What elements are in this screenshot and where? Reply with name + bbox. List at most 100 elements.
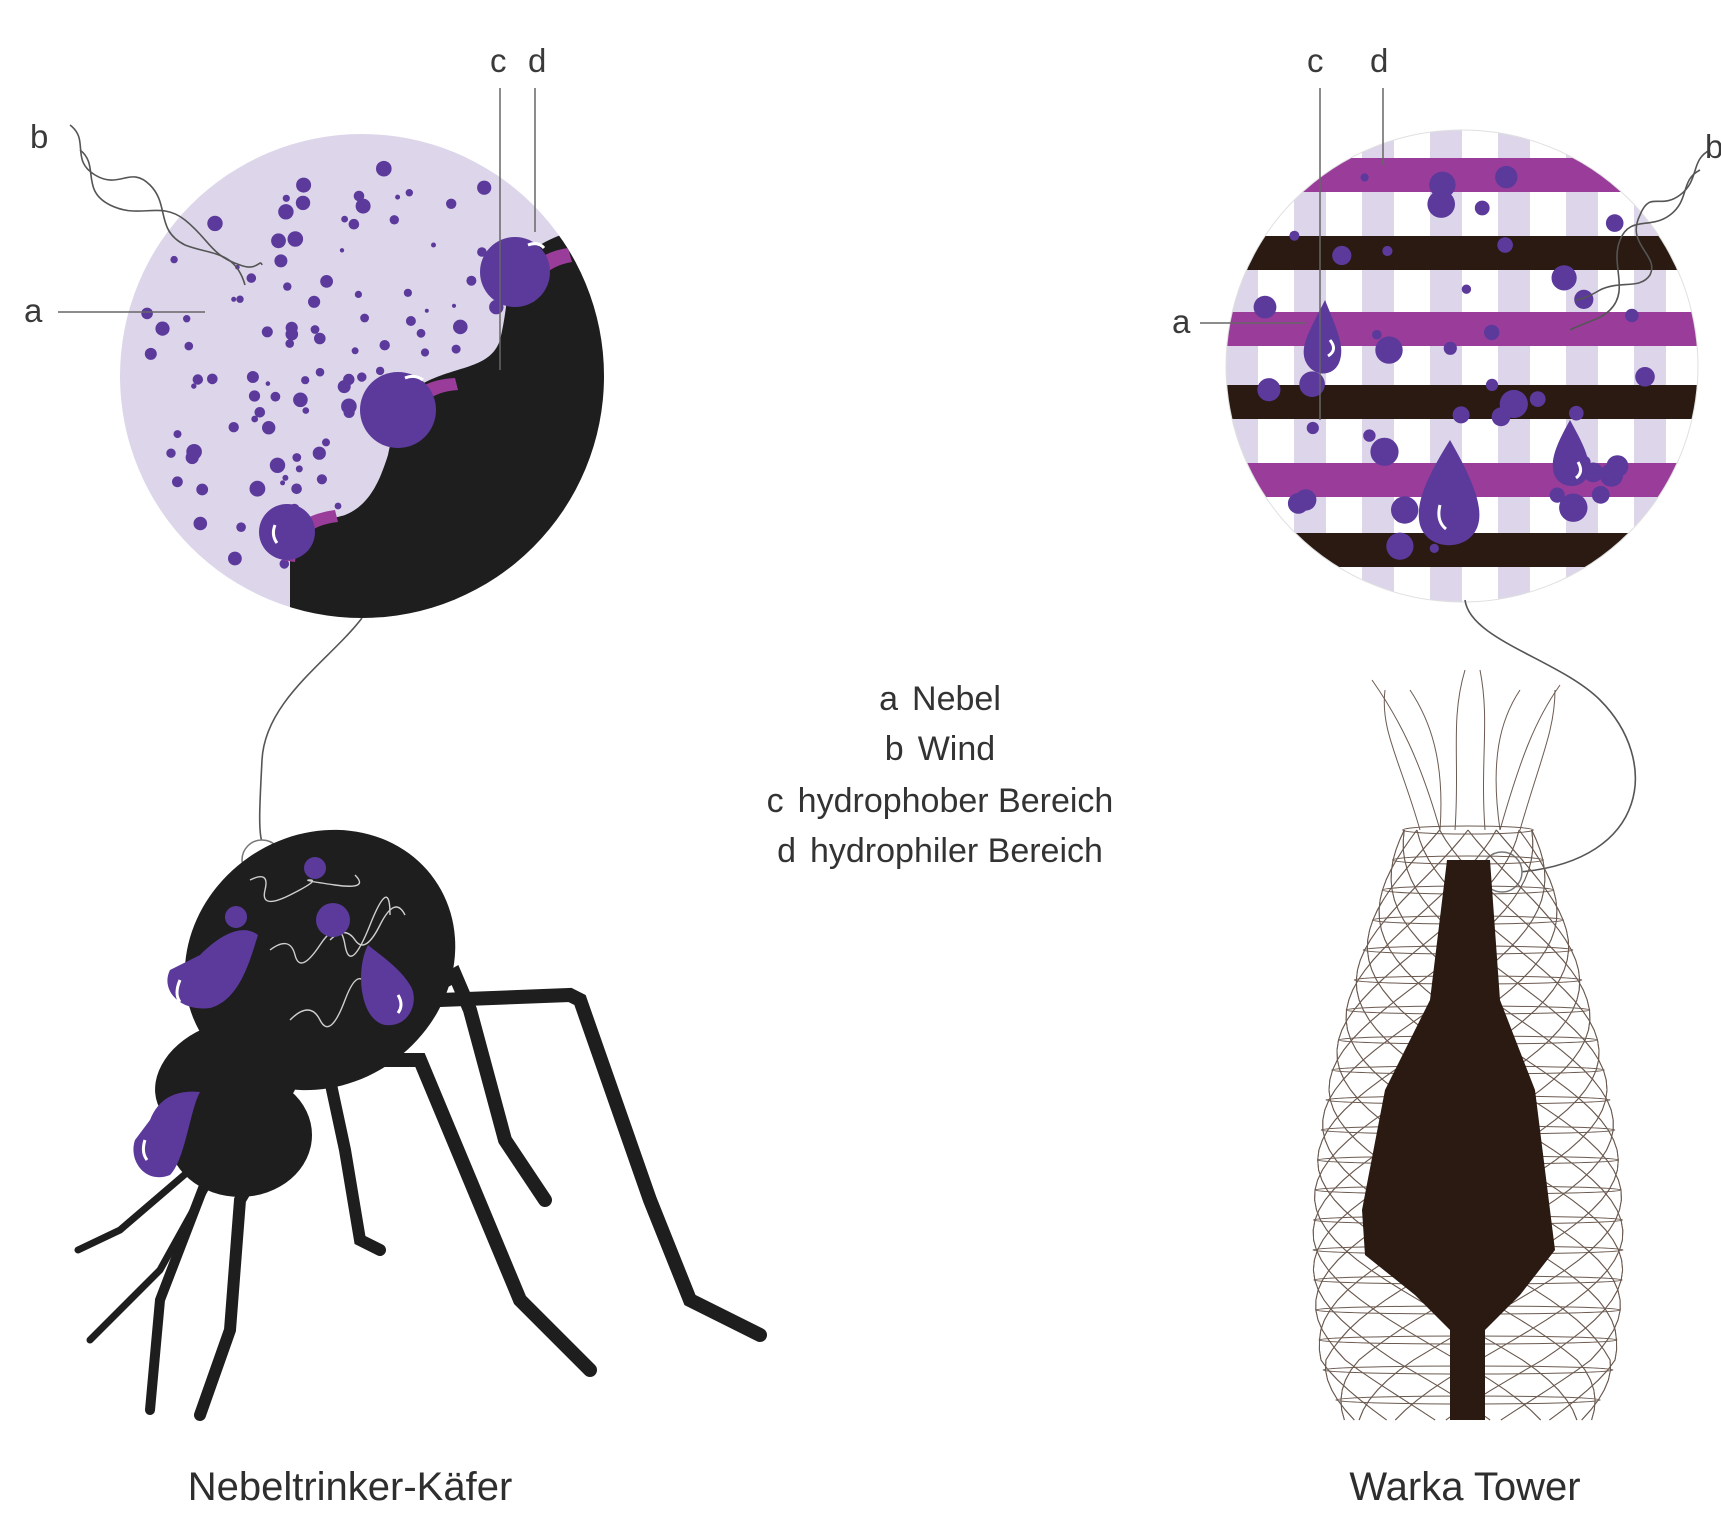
fog-droplet: [1372, 330, 1382, 340]
fog-droplet: [1606, 455, 1628, 477]
fog-droplet: [1332, 246, 1351, 265]
fog-droplet: [431, 243, 436, 248]
fog-droplet: [1497, 237, 1513, 253]
fog-droplet: [1370, 438, 1398, 466]
fog-droplet: [1575, 501, 1583, 509]
fog-droplet: [196, 484, 208, 496]
fog-droplet: [1375, 336, 1402, 363]
fog-droplet: [288, 231, 304, 247]
fog-droplet: [303, 407, 310, 414]
fog-droplet: [320, 275, 333, 288]
label-a-right: a: [1172, 303, 1191, 340]
fog-droplet: [282, 475, 288, 481]
fog-droplet: [270, 458, 285, 473]
fog-droplet: [355, 291, 362, 298]
label-a-left: a: [24, 292, 43, 329]
fog-beetle-illustration: [78, 777, 760, 1415]
fog-droplet: [395, 195, 400, 200]
fog-droplet: [343, 374, 354, 385]
fog-droplet: [1569, 406, 1584, 421]
fog-droplet: [308, 296, 320, 308]
label-c-right: c: [1307, 42, 1324, 79]
fog-droplet: [236, 522, 246, 532]
fog-droplet: [1382, 246, 1392, 256]
caption-tower: Warka Tower: [1349, 1465, 1580, 1509]
fog-droplet: [1462, 285, 1471, 294]
water-drop: [360, 372, 436, 448]
fog-droplet: [1430, 544, 1439, 553]
fog-droplet: [174, 430, 182, 438]
fog-droplet: [229, 422, 239, 432]
fog-droplet: [291, 484, 302, 495]
fog-droplet: [466, 276, 476, 286]
fog-droplet: [317, 474, 327, 484]
fog-droplet: [251, 416, 258, 423]
fog-droplet: [266, 381, 271, 386]
fog-droplet: [313, 447, 326, 460]
magnifier-tether: [1465, 600, 1635, 872]
fog-droplet: [406, 316, 416, 326]
fog-droplet: [293, 393, 308, 408]
hydrophobic-fiber: [1200, 236, 1720, 270]
fog-droplet: [271, 392, 281, 402]
caption-beetle: Nebeltrinker-Käfer: [188, 1465, 513, 1509]
label-c-left: c: [490, 42, 507, 79]
fog-droplet: [341, 216, 348, 223]
fog-droplet: [1592, 486, 1610, 504]
fog-droplet: [356, 199, 371, 214]
fog-droplet: [1453, 406, 1470, 423]
fog-droplet: [340, 248, 344, 252]
fog-droplet: [477, 181, 491, 195]
fog-droplet: [1299, 371, 1325, 397]
fog-droplet: [1288, 493, 1309, 514]
fog-droplet: [247, 371, 259, 383]
fog-droplet: [404, 289, 412, 297]
legend-item: bWind: [885, 730, 995, 768]
fog-droplet: [1486, 379, 1498, 391]
fog-droplet: [417, 329, 426, 338]
fog-droplet: [283, 195, 290, 202]
fog-droplet: [335, 503, 342, 510]
fog-droplet: [406, 189, 413, 196]
fog-droplet: [301, 376, 309, 384]
fog-droplet: [376, 161, 392, 177]
hydrophilic-fiber: [1200, 158, 1720, 192]
fog-droplet: [228, 552, 242, 566]
fog-droplet: [380, 340, 390, 350]
fog-droplet: [357, 372, 366, 381]
fog-droplet: [452, 304, 456, 308]
fog-droplet: [421, 348, 429, 356]
fog-droplet: [262, 421, 275, 434]
fog-droplet: [1495, 166, 1517, 188]
fog-droplet: [186, 451, 199, 464]
fog-droplet: [280, 480, 285, 485]
fog-droplet: [166, 449, 175, 458]
fog-droplet: [1530, 391, 1546, 407]
fog-droplet: [250, 481, 266, 497]
fog-droplet: [278, 204, 293, 219]
fog-droplet: [1429, 172, 1455, 198]
hydrophilic-fiber: [1200, 312, 1720, 346]
fog-droplet: [286, 322, 298, 334]
beetle-magnifier: [58, 88, 650, 880]
fog-droplet: [276, 240, 281, 245]
legend: aNebel bWind chydrophober Bereich dhydro…: [767, 680, 1114, 870]
fog-droplet: [296, 465, 303, 472]
fog-droplet: [376, 367, 384, 375]
fog-droplet: [349, 219, 360, 230]
fog-droplet: [390, 215, 399, 224]
fog-droplet: [1550, 488, 1565, 503]
fog-droplet: [1484, 325, 1499, 340]
warka-tower-illustration: [1313, 670, 1623, 1420]
fog-droplet: [1386, 533, 1413, 560]
fog-droplet: [360, 314, 369, 323]
fog-droplet: [172, 476, 183, 487]
fog-droplet: [446, 199, 456, 209]
fog-droplet: [292, 453, 301, 462]
fog-droplet: [1289, 231, 1299, 241]
legend-item: chydrophober Bereich: [767, 782, 1114, 820]
fog-droplet: [155, 322, 169, 336]
fog-droplet: [314, 333, 326, 345]
fog-droplet: [145, 348, 157, 360]
